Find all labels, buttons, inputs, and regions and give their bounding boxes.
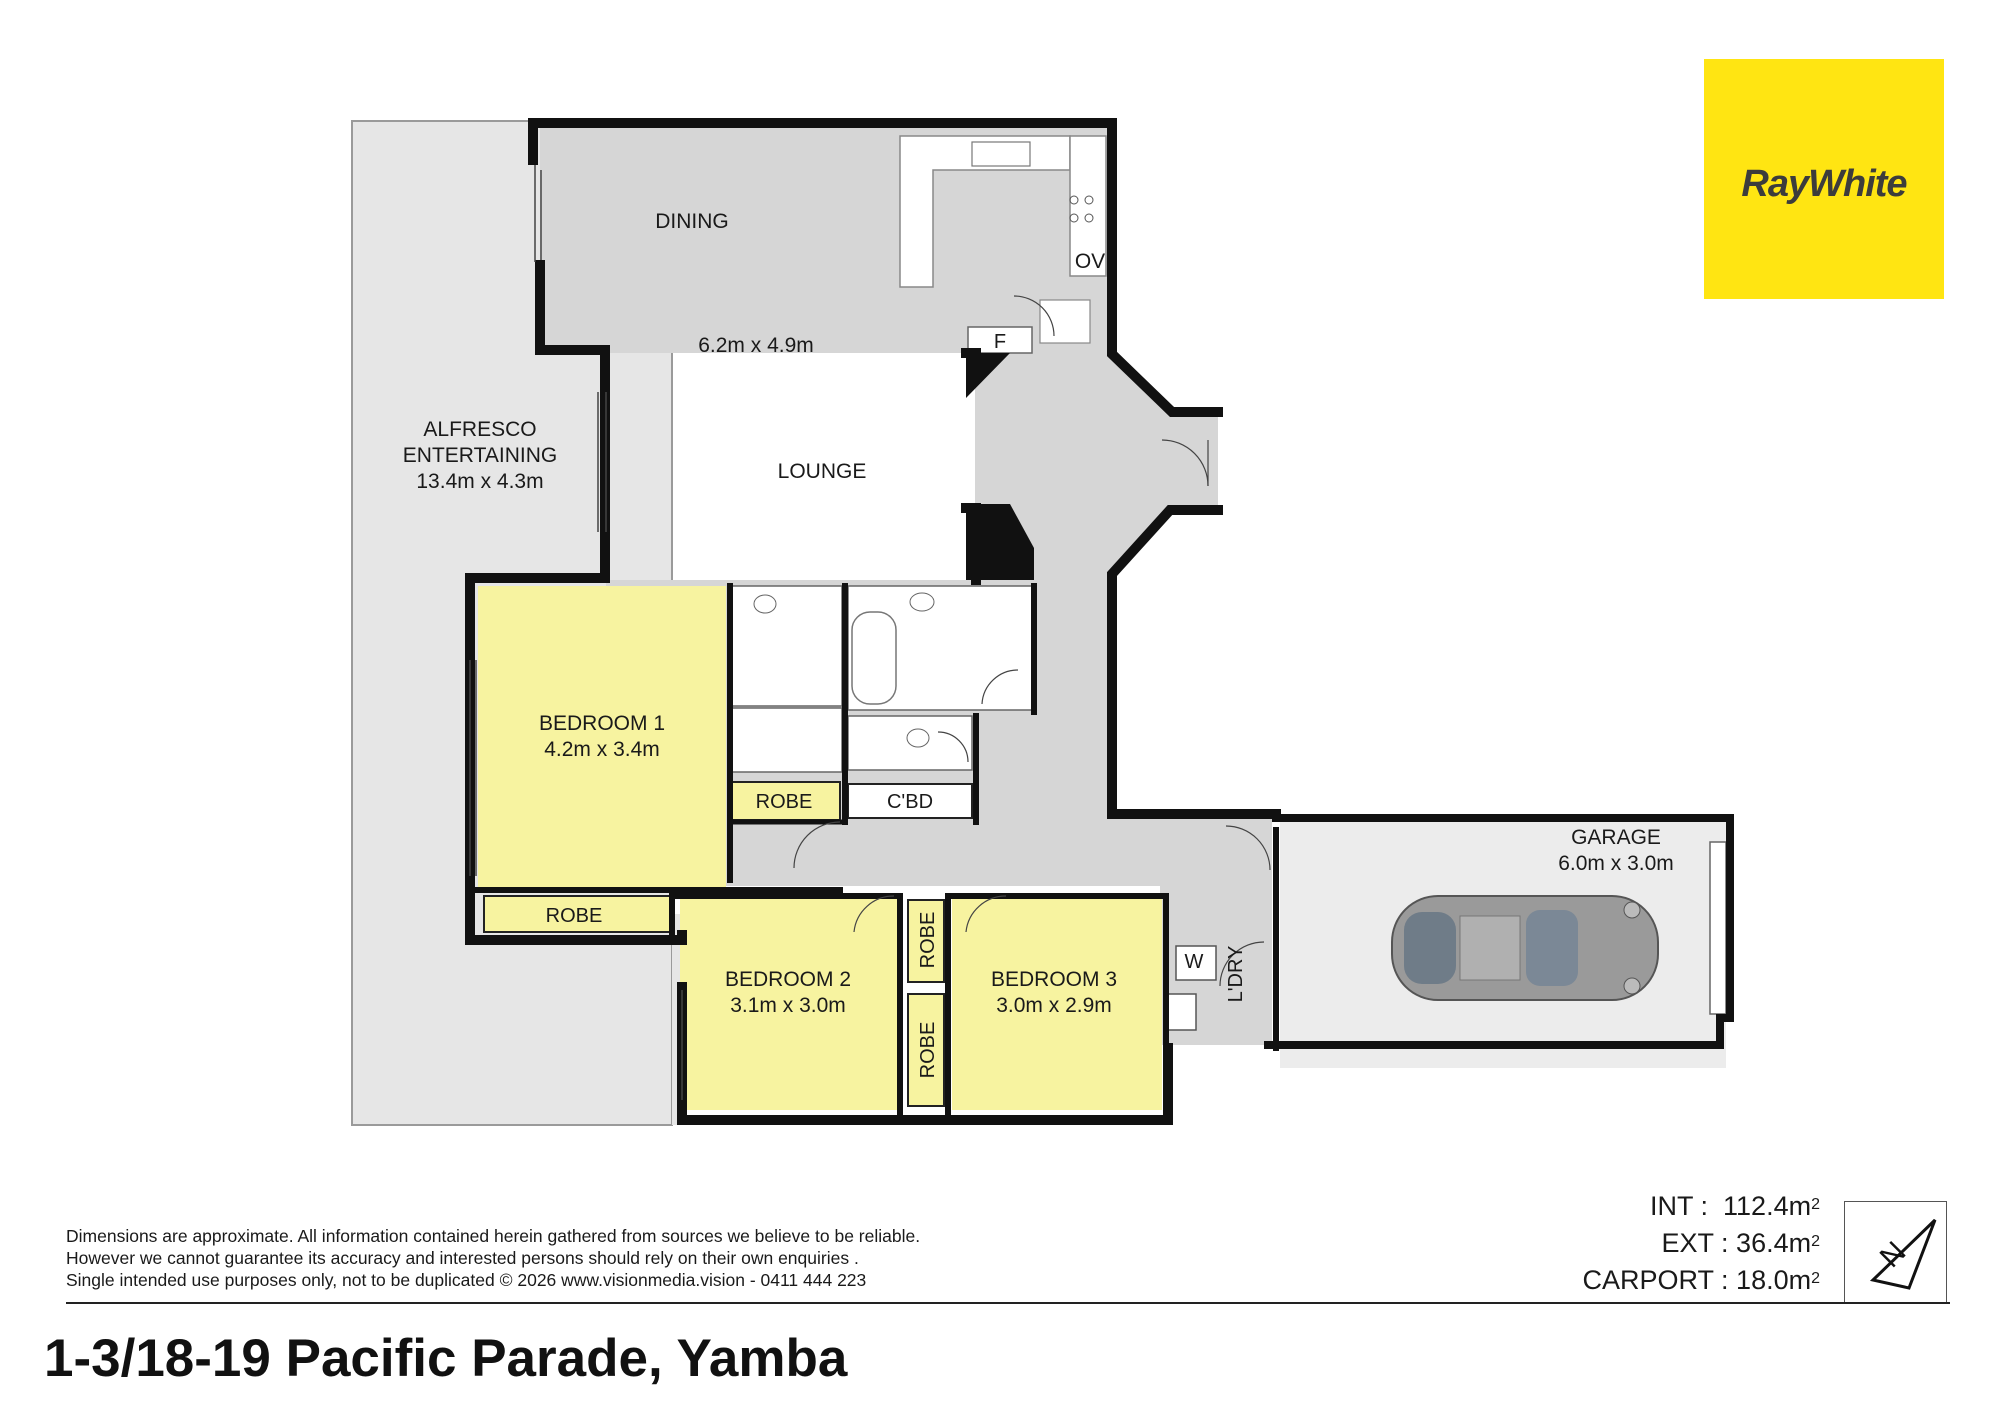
walls [465, 118, 1734, 1125]
cupboard [847, 783, 973, 819]
footer-divider [66, 1302, 1950, 1304]
property-address: 1-3/18-19 Pacific Parade, Yamba [44, 1329, 848, 1388]
ensuite-floor [731, 707, 843, 773]
bedroom-3 [952, 896, 1162, 1110]
bedroom-2-size-label: 3.1m x 3.0m [730, 994, 846, 1017]
ensuite-shower [731, 585, 843, 707]
pantry [1039, 299, 1091, 344]
garage-size-label: 6.0m x 3.0m [1558, 852, 1674, 875]
alfresco-label-line2: ENTERTAINING [403, 444, 557, 467]
raywhite-logo: RayWhite [1704, 59, 1944, 299]
north-arrow-icon: N [1869, 1218, 1937, 1290]
bedroom-1-size-label: 4.2m x 3.4m [544, 738, 660, 761]
lounge-label: LOUNGE [778, 460, 867, 483]
garage-label: GARAGE [1571, 826, 1661, 849]
disclaimer: Dimensions are approximate. All informat… [66, 1225, 1066, 1291]
svg-text:N: N [1874, 1235, 1913, 1274]
robe-bed2-a [907, 899, 945, 983]
area-summary: INT : 112.4m2 EXT : 36.4m2 CARPORT : 18.… [1500, 1188, 1820, 1299]
car-icon [1391, 895, 1659, 1001]
washer-label: W [1185, 951, 1204, 973]
kitchen-sink [971, 141, 1031, 167]
wall-block-upper [966, 353, 1010, 398]
bedroom-2 [680, 896, 900, 1110]
bedroom-2-label: BEDROOM 2 [725, 968, 851, 991]
alfresco-label-line1: ALFRESCO [423, 418, 536, 441]
disclaimer-line-2: However we cannot guarantee its accuracy… [66, 1248, 859, 1268]
wall-block-lower [966, 504, 1034, 580]
disclaimer-line-1: Dimensions are approximate. All informat… [66, 1226, 921, 1246]
cupboard-label: C'BD [887, 791, 933, 813]
carport-area: CARPORT : 18.0m2 [1582, 1265, 1820, 1295]
bedroom-3-size-label: 3.0m x 2.9m [996, 994, 1112, 1017]
washer-space [1175, 945, 1217, 981]
robe-label-bed2-b: ROBE [917, 1022, 939, 1079]
fridge-label: F [994, 331, 1006, 353]
robe-label-bed1-bottom: ROBE [546, 905, 603, 927]
doors [793, 295, 1271, 987]
robe-label-bed1-side: ROBE [756, 791, 813, 813]
bedroom-3-label: BEDROOM 3 [991, 968, 1117, 991]
dining-size-label: 6.2m x 4.9m [698, 334, 814, 357]
laundry-tub [1167, 993, 1197, 1031]
int-area: INT : 112.4m2 [1650, 1191, 1820, 1221]
robe-bed1-bottom [483, 895, 673, 933]
robe-bed2-b [907, 993, 945, 1107]
ext-area: EXT : 36.4m2 [1661, 1228, 1821, 1258]
robe-label-bed2-a: ROBE [917, 912, 939, 969]
disclaimer-line-3: Single intended use purposes only, not t… [66, 1270, 867, 1290]
laundry-label: L'DRY [1225, 946, 1247, 1003]
bedroom-1 [478, 586, 726, 890]
dining-label: DINING [655, 210, 729, 233]
raywhite-logo-text: RayWhite [1741, 163, 1907, 205]
garage-door [1709, 841, 1727, 1015]
sliding-doors [469, 165, 683, 1100]
alfresco-size-label: 13.4m x 4.3m [416, 470, 543, 493]
north-compass: N [1844, 1201, 1947, 1303]
oven-label: OV [1075, 250, 1105, 273]
kitchen-counter [1069, 135, 1107, 277]
bathtub [851, 611, 897, 705]
bedroom-1-label: BEDROOM 1 [539, 712, 665, 735]
